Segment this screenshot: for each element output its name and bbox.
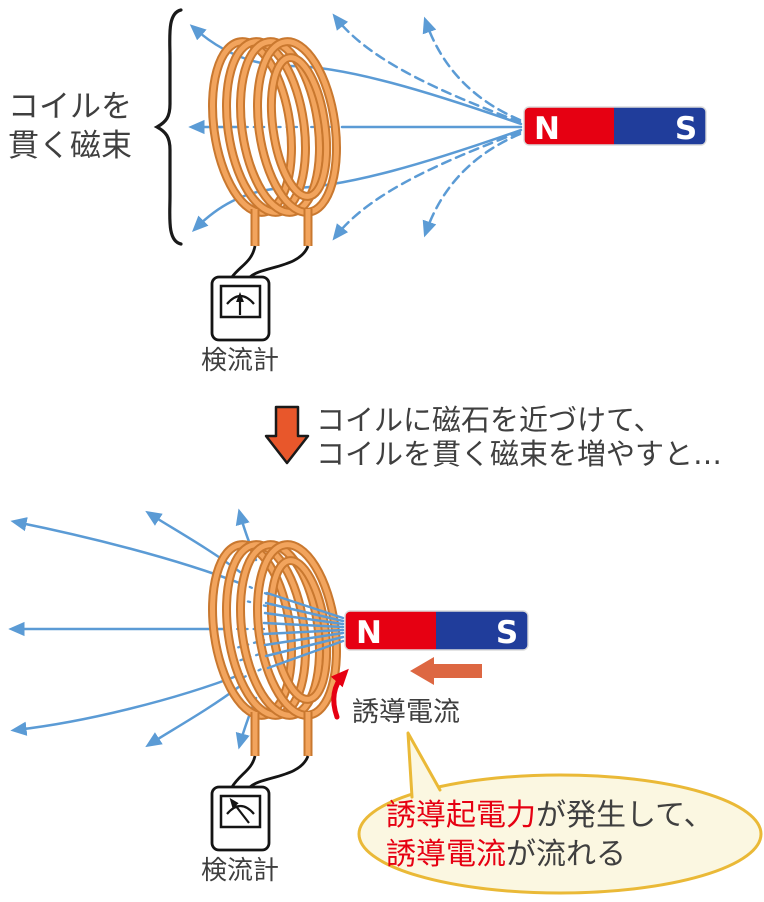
top-coil	[208, 37, 341, 246]
bottom-diagram: 検流計 N S 誘導電流 誘導起電力が発生して、 誘導電流が流れる	[8, 508, 763, 895]
flux-line-dashed-down-near	[422, 132, 522, 238]
bubble-line1-highlight: 誘導起電力	[386, 798, 536, 833]
bubble-line2-rest: が流れる	[506, 837, 626, 872]
magnet-s-label: S	[496, 615, 518, 651]
speech-bubble: 誘導起電力が発生して、 誘導電流が流れる	[357, 731, 763, 895]
down-arrow-icon	[264, 405, 310, 465]
bubble-line1-rest: が発生して、	[536, 798, 714, 833]
bottom-flux-outer	[8, 508, 258, 750]
magnet-south-body	[436, 611, 528, 650]
galvanometer-label: 検流計	[201, 856, 279, 886]
induced-current-arrow-icon	[330, 668, 349, 720]
bubble-line2-highlight: 誘導電流	[386, 837, 506, 872]
galvanometer-dial-arc	[226, 804, 255, 815]
flux-line-up-mid	[145, 510, 242, 574]
brace-icon	[153, 8, 183, 246]
flux-line-up-left-far	[10, 517, 244, 586]
magnet-outline	[344, 610, 529, 651]
wire-right	[249, 245, 310, 279]
transition-text-line1: コイルに磁石を近づけて、	[316, 403, 663, 437]
magnet-outline	[523, 106, 707, 146]
transition-block: コイルに磁石を近づけて、 コイルを貫く磁束を増やすと…	[264, 403, 722, 471]
transition-text-line2: コイルを貫く磁束を増やすと…	[316, 437, 722, 471]
top-flux-label: コイルを 貫く磁束	[8, 8, 183, 246]
bottom-magnet: N S	[344, 610, 529, 651]
magnet-n-label: N	[356, 615, 382, 651]
flux-line-down-left	[191, 128, 523, 233]
bottom-flux-fan	[262, 591, 345, 670]
speech-bubble-tail	[406, 731, 442, 799]
flux-line-dashed-up-near	[422, 16, 522, 122]
wire-left	[230, 245, 257, 278]
top-diagram: 検流計 コイルを 貫く磁束 N S	[8, 8, 707, 376]
flux-line-dashed-up-far	[332, 13, 522, 124]
speech-bubble-body	[357, 773, 763, 895]
induced-current-label: 誘導電流	[352, 697, 460, 728]
flux-label-line2: 貫く磁束	[8, 128, 132, 164]
magnet-south-body	[614, 107, 706, 145]
bubble-text-line2: 誘導電流が流れる	[386, 837, 626, 872]
flux-line-down-mid	[145, 684, 242, 748]
galvanometer-needle-deflected	[229, 797, 250, 824]
flux-label-line1: コイルを	[8, 89, 132, 125]
magnet-n-label: N	[534, 111, 560, 147]
bubble-text-line1: 誘導起電力が発生して、	[386, 798, 714, 833]
top-magnet: N S	[523, 106, 707, 147]
wire-left	[230, 755, 257, 788]
magnet-s-label: S	[675, 111, 697, 147]
magnet-motion-arrow-icon	[410, 657, 482, 685]
galvanometer-label: 検流計	[201, 346, 279, 376]
flux-line-down-left-far	[10, 672, 244, 736]
flux-line-dashed-down-far	[332, 130, 522, 241]
bottom-galvanometer: 検流計	[201, 755, 310, 886]
top-galvanometer: 検流計	[201, 245, 310, 376]
wire-right	[249, 755, 310, 789]
